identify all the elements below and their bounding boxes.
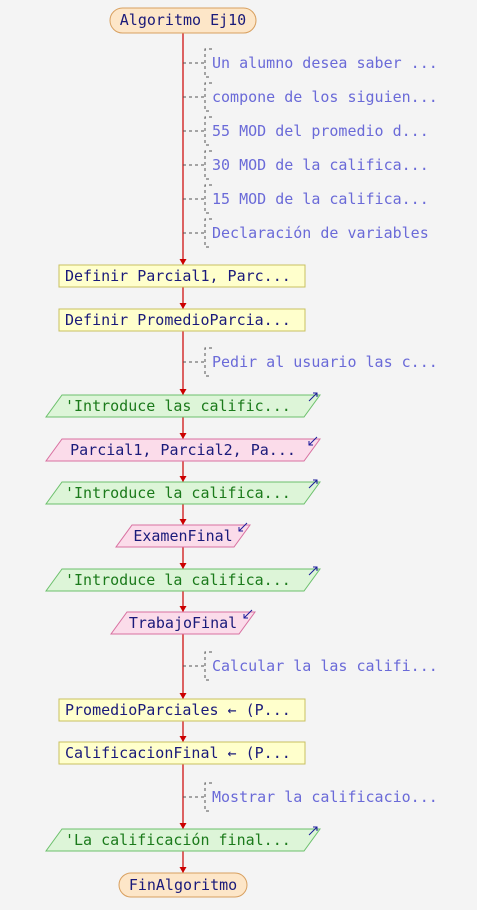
step-text: ExamenFinal bbox=[133, 527, 232, 545]
flow-arrow bbox=[179, 563, 187, 569]
flow-arrow bbox=[179, 519, 187, 525]
step-text: 55 MOD del promedio d... bbox=[212, 122, 429, 140]
comment-node[interactable]: Un alumno desea saber ... bbox=[183, 48, 438, 78]
comment-node[interactable]: compone de los siguien... bbox=[183, 82, 438, 112]
flow-arrow bbox=[179, 303, 187, 309]
flow-arrow bbox=[179, 606, 187, 612]
process-node[interactable]: PromedioParciales ← (P... bbox=[58, 698, 306, 722]
step-text: Un alumno desea saber ... bbox=[212, 54, 438, 72]
step-text: Definir Parcial1, Parc... bbox=[65, 267, 291, 285]
output-node[interactable]: 'Introduce la califica... bbox=[45, 566, 321, 592]
flow-arrow bbox=[179, 823, 187, 829]
end-label: FinAlgoritmo bbox=[129, 876, 237, 894]
output-arrow-icon bbox=[308, 392, 318, 402]
comment-node[interactable]: 15 MOD de la califica... bbox=[183, 184, 429, 214]
start-label: Algoritmo Ej10 bbox=[120, 11, 246, 29]
comment-node[interactable]: Calcular la las califi... bbox=[183, 651, 438, 681]
input-arrow-icon bbox=[308, 436, 318, 446]
step-text: 15 MOD de la califica... bbox=[212, 190, 429, 208]
input-node[interactable]: TrabajoFinal bbox=[110, 609, 256, 635]
comment-node[interactable]: 55 MOD del promedio d... bbox=[183, 116, 429, 146]
output-arrow-icon bbox=[308, 826, 318, 836]
steps-group: Un alumno desea saber ... compone de los … bbox=[45, 48, 438, 873]
process-node[interactable]: Definir PromedioParcia... bbox=[58, 308, 306, 332]
comment-node[interactable]: Mostrar la calificacio... bbox=[183, 782, 438, 812]
process-node[interactable]: CalificacionFinal ← (P... bbox=[58, 741, 306, 765]
step-text: Declaración de variables bbox=[212, 224, 429, 242]
flow-arrow bbox=[179, 867, 187, 873]
end-node[interactable]: FinAlgoritmo bbox=[118, 872, 248, 898]
step-text: 'Introduce la califica... bbox=[65, 484, 291, 502]
step-text: TrabajoFinal bbox=[129, 614, 237, 632]
step-text: CalificacionFinal ← (P... bbox=[65, 744, 291, 762]
comment-node[interactable]: Pedir al usuario las c... bbox=[183, 347, 438, 377]
step-text: Calcular la las califi... bbox=[212, 657, 438, 675]
step-text: 'Introduce las calific... bbox=[65, 397, 291, 415]
start-node[interactable]: Algoritmo Ej10 bbox=[109, 7, 257, 34]
flow-arrow bbox=[179, 433, 187, 439]
step-text: 'La calificación final... bbox=[65, 831, 291, 849]
input-arrow-icon bbox=[238, 522, 248, 532]
step-text: Mostrar la calificacio... bbox=[212, 788, 438, 806]
flow-arrow bbox=[179, 389, 187, 395]
output-arrow-icon bbox=[308, 479, 318, 489]
step-text: compone de los siguien... bbox=[212, 88, 438, 106]
input-node[interactable]: Parcial1, Parcial2, Pa... bbox=[45, 436, 321, 462]
output-node[interactable]: 'La calificación final... bbox=[45, 826, 321, 852]
flow-arrow bbox=[179, 259, 187, 265]
comment-node[interactable]: Declaración de variables bbox=[183, 218, 429, 248]
process-node[interactable]: Definir Parcial1, Parc... bbox=[58, 264, 306, 288]
step-text: Parcial1, Parcial2, Pa... bbox=[70, 441, 296, 459]
flow-arrow bbox=[179, 736, 187, 742]
input-arrow-icon bbox=[243, 609, 253, 619]
comment-node[interactable]: 30 MOD de la califica... bbox=[183, 150, 429, 180]
step-text: PromedioParciales ← (P... bbox=[65, 701, 291, 719]
flow-arrow bbox=[179, 693, 187, 699]
step-text: Definir PromedioParcia... bbox=[65, 311, 291, 329]
step-text: Pedir al usuario las c... bbox=[212, 353, 438, 371]
output-arrow-icon bbox=[308, 566, 318, 576]
output-node[interactable]: 'Introduce la califica... bbox=[45, 479, 321, 505]
input-node[interactable]: ExamenFinal bbox=[115, 522, 251, 548]
flow-arrow bbox=[179, 476, 187, 482]
output-node[interactable]: 'Introduce las calific... bbox=[45, 392, 321, 418]
step-text: 'Introduce la califica... bbox=[65, 571, 291, 589]
step-text: 30 MOD de la califica... bbox=[212, 156, 429, 174]
